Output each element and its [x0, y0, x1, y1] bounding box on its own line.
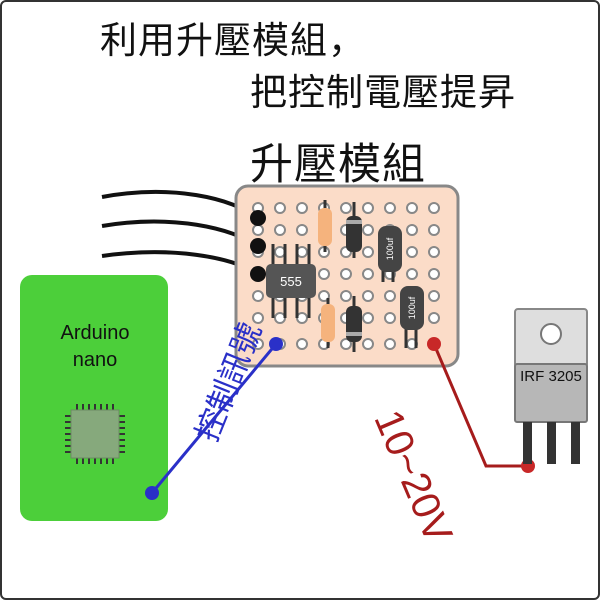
arduino-chip — [65, 404, 125, 464]
timer-chip — [266, 244, 316, 318]
diode-top — [346, 202, 362, 258]
wire-end-dot-1 — [250, 210, 266, 226]
title-line-2: 把控制電壓提昇 — [250, 72, 516, 113]
wire-end-dot-2 — [250, 238, 266, 254]
signal-wire — [150, 343, 278, 494]
title-line-1: 利用升壓模組， — [100, 20, 366, 61]
resistor-bottom — [321, 298, 335, 348]
power-dot-board — [427, 337, 441, 351]
capacitor-2 — [400, 286, 424, 348]
arduino-board — [20, 275, 168, 521]
capacitor-1 — [378, 226, 402, 282]
mosfet-label: IRF 3205 — [520, 368, 582, 385]
timer-chip-label: 555 — [280, 274, 302, 289]
diode-bottom — [346, 296, 362, 352]
arduino-label: Arduino nano — [40, 320, 150, 374]
wire-end-dot-3 — [250, 266, 266, 282]
signal-dot-board — [269, 337, 283, 351]
resistor-top — [318, 200, 332, 252]
capacitor-1-label: 100uf — [385, 237, 395, 260]
module-heading: 升壓模組 — [250, 141, 426, 189]
mosfet — [514, 308, 588, 464]
arduino-label-line-2: nano — [72, 349, 118, 371]
capacitor-2-label: 100uf — [407, 296, 417, 319]
arduino-label-line-1: Arduino — [60, 322, 130, 344]
signal-dot-arduino — [145, 486, 159, 500]
power-wire — [432, 343, 528, 468]
